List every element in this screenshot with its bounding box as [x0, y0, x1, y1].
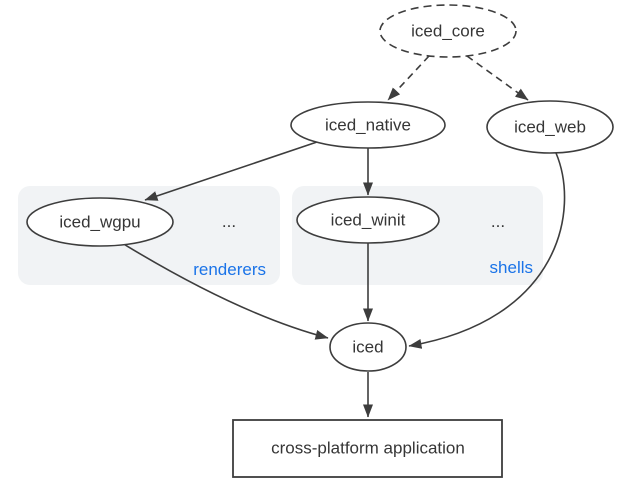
edge-iced_core-iced_web — [466, 55, 529, 101]
node-iced-web-ellipse — [486, 100, 614, 154]
group-shells-ellipsis: ... — [491, 212, 505, 231]
node-iced-native-ellipse — [290, 101, 446, 149]
node-iced-wgpu-label: iced_wgpu — [59, 213, 140, 232]
edge-iced_core-iced_native — [387, 55, 430, 101]
edge-iced_wgpu-iced — [121, 242, 329, 340]
edge-iced_native-iced_wgpu — [144, 141, 318, 201]
node-iced-ellipse — [329, 322, 407, 372]
group-shells-label: shells — [490, 258, 533, 277]
node-iced-winit-label: iced_winit — [331, 211, 406, 230]
node-iced-web-label: iced_web — [514, 118, 586, 137]
node-application-label: cross-platform application — [271, 439, 465, 458]
node-iced-winit-ellipse — [296, 196, 440, 244]
node-iced-wgpu-ellipse — [26, 197, 174, 247]
group-renderers-label: renderers — [193, 260, 266, 279]
node-iced-native-label: iced_native — [325, 116, 411, 135]
node-iced-core-ellipse — [379, 4, 517, 58]
node-application-box — [232, 419, 503, 478]
edge-iced_web-iced — [408, 152, 566, 349]
group-renderers-ellipsis: ... — [222, 212, 236, 231]
node-iced-label: iced — [352, 338, 383, 357]
node-iced-core-label: iced_core — [411, 22, 485, 41]
